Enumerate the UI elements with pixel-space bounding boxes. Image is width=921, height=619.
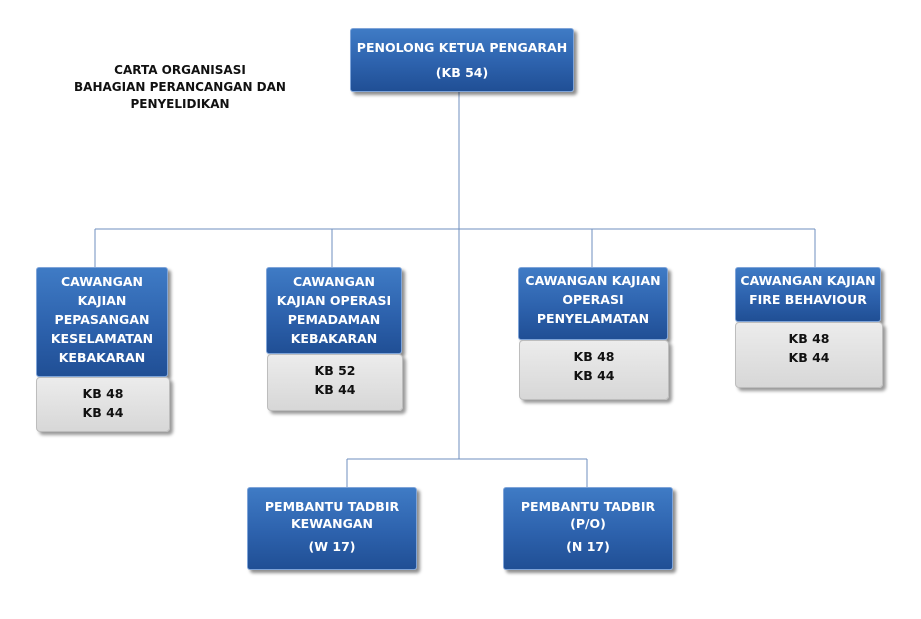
top-box-name: PENOLONG KETUA PENGARAH (356, 40, 568, 55)
branch-4-line-2: FIRE BEHAVIOUR (749, 292, 867, 307)
assistant-1-line-2: KEWANGAN (291, 516, 373, 531)
assistant-2-line-2: (P/O) (570, 516, 606, 531)
branch-3-grade-box: KB 48 KB 44 (519, 340, 669, 400)
branch-3-line-2: OPERASI (562, 292, 624, 307)
branch-1-line-1: CAWANGAN (60, 274, 144, 289)
branch-box-1: CAWANGAN KAJIAN PEPASANGAN KESELAMATAN K… (36, 267, 168, 377)
branch-3-grade-2: KB 44 (573, 368, 615, 383)
branch-2-line-1: CAWANGAN (292, 274, 376, 289)
assistant-2-line-1: PEMBANTU TADBIR (520, 499, 656, 514)
assistant-box-1: PEMBANTU TADBIR KEWANGAN (W 17) (247, 487, 417, 570)
assistant-1-code: (W 17) (308, 539, 356, 554)
branch-box-3: CAWANGAN KAJIAN OPERASI PENYELAMATAN (518, 267, 668, 340)
branch-3-line-3: PENYELAMATAN (536, 311, 650, 326)
assistant-box-2: PEMBANTU TADBIR (P/O) (N 17) (503, 487, 673, 570)
branch-2-line-2: KAJIAN OPERASI (276, 293, 392, 308)
branch-1-line-4: KESELAMATAN (50, 331, 154, 346)
assistant-2-code: (N 17) (566, 539, 610, 554)
assistant-1-line-1: PEMBANTU TADBIR (264, 499, 400, 514)
branch-box-2: CAWANGAN KAJIAN OPERASI PEMADAMAN KEBAKA… (266, 267, 402, 354)
branch-1-grade-box: KB 48 KB 44 (36, 377, 170, 432)
branch-1-line-2: KAJIAN (77, 293, 127, 308)
branch-2-grade-2: KB 44 (314, 382, 356, 397)
branch-1-grade-2: KB 44 (82, 405, 124, 420)
branch-2-line-3: PEMADAMAN (287, 312, 381, 327)
branch-3-line-1: CAWANGAN KAJIAN (525, 273, 661, 288)
chart-title-line-2: BAHAGIAN PERANCANGAN DAN (74, 80, 286, 94)
chart-title: CARTA ORGANISASI BAHAGIAN PERANCANGAN DA… (60, 62, 300, 113)
branch-1-grade-1: KB 48 (82, 386, 124, 401)
branch-4-grade-1: KB 48 (788, 331, 830, 346)
branch-2-grade-1: KB 52 (314, 363, 356, 378)
branch-1-line-3: PEPASANGAN (54, 312, 150, 327)
branch-2-line-4: KEBAKARAN (290, 331, 378, 346)
branch-4-line-1: CAWANGAN KAJIAN (740, 273, 876, 288)
branch-4-grade-box: KB 48 KB 44 (735, 322, 883, 388)
branch-box-4: CAWANGAN KAJIAN FIRE BEHAVIOUR (735, 267, 881, 322)
top-box-code: (KB 54) (435, 65, 489, 80)
branch-2-grade-box: KB 52 KB 44 (267, 354, 403, 411)
branch-1-line-5: KEBAKARAN (58, 350, 146, 365)
chart-title-line-1: CARTA ORGANISASI (114, 63, 246, 77)
top-box: PENOLONG KETUA PENGARAH (KB 54) (350, 28, 574, 92)
branch-4-grade-2: KB 44 (788, 350, 830, 365)
chart-title-line-3: PENYELIDIKAN (130, 97, 230, 111)
branch-3-grade-1: KB 48 (573, 349, 615, 364)
